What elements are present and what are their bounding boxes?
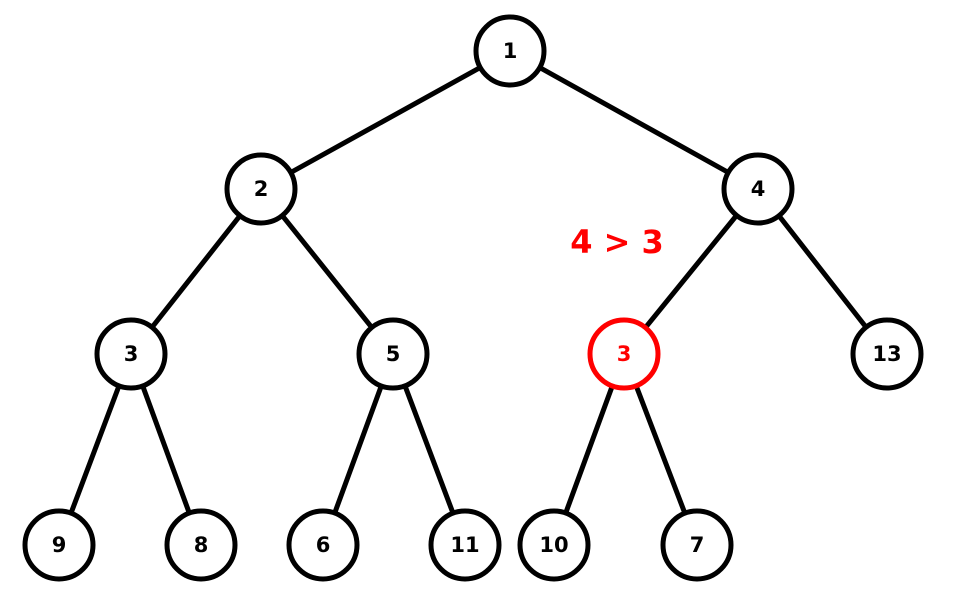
node-circle [94, 317, 168, 391]
node-circle [224, 152, 298, 226]
tree-node: 6 [286, 508, 360, 582]
node-circle [356, 317, 430, 391]
node-label: 13 [872, 342, 901, 366]
node-circle [721, 152, 795, 226]
tree-node: 10 [517, 508, 591, 582]
node-circle [850, 317, 924, 391]
node-label: 11 [450, 533, 479, 557]
tree-node: 5 [356, 317, 430, 391]
node-circle [428, 508, 502, 582]
node-circle [164, 508, 238, 582]
nodes-layer: 1 2 4 3 5 3 13 9 8 6 11 10 7 [22, 14, 924, 582]
comparison-annotation: 4 > 3 [570, 223, 664, 261]
tree-edge [507, 48, 761, 192]
tree-node: 13 [850, 317, 924, 391]
tree-node: 9 [22, 508, 96, 582]
node-label: 1 [503, 39, 518, 63]
node-label: 4 [751, 177, 766, 201]
tree-node: 2 [224, 152, 298, 226]
tree-node: 3 [587, 317, 661, 391]
node-circle [473, 14, 547, 88]
node-label: 5 [386, 342, 401, 366]
tree-node: 7 [660, 508, 734, 582]
tree-node: 11 [428, 508, 502, 582]
node-label: 3 [617, 342, 632, 366]
node-label: 2 [254, 177, 269, 201]
tree-node: 8 [164, 508, 238, 582]
node-label: 9 [52, 533, 67, 557]
node-label: 8 [194, 533, 209, 557]
tree-node: 1 [473, 14, 547, 88]
node-circle [517, 508, 591, 582]
highlighted-node-circle [587, 317, 661, 391]
tree-node: 3 [94, 317, 168, 391]
edges-layer [56, 48, 890, 548]
node-label: 6 [316, 533, 331, 557]
node-circle [286, 508, 360, 582]
node-label: 10 [539, 533, 568, 557]
tree-edge [258, 48, 513, 192]
tree-node: 4 [721, 152, 795, 226]
node-label: 3 [124, 342, 139, 366]
node-circle [22, 508, 96, 582]
node-circle [660, 508, 734, 582]
node-label: 7 [690, 533, 705, 557]
